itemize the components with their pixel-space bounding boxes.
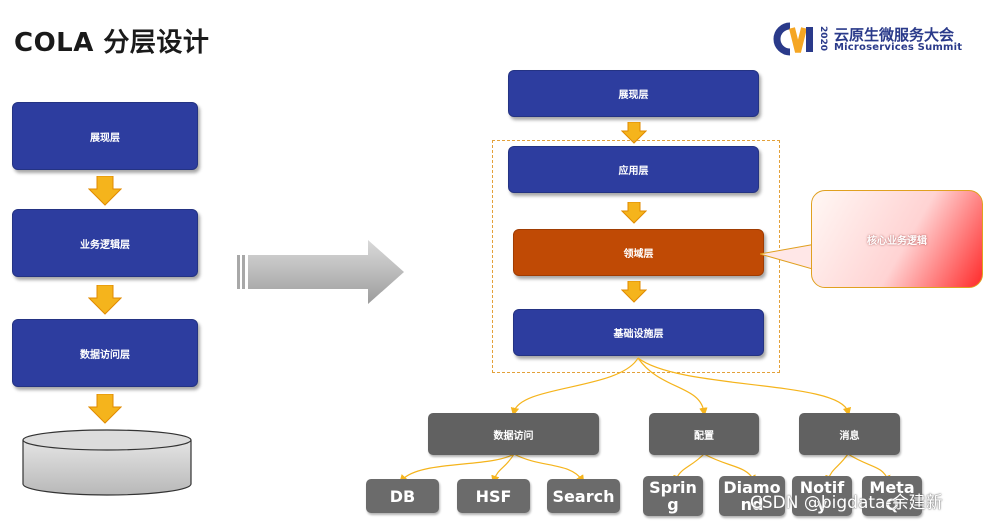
database-cylinder-icon <box>22 429 192 496</box>
leaf-search: Search <box>547 479 620 513</box>
category-message: 消息 <box>799 413 900 455</box>
right-domain-layer: 领域层 <box>513 229 764 276</box>
leaf-diamond: Diamond <box>719 476 785 516</box>
core-business-callout: 核心业务逻辑 <box>811 190 983 288</box>
summit-logo-icon <box>773 22 813 56</box>
right-infrastructure-layer: 基础设施层 <box>513 309 764 356</box>
watermark-text: CSDN @bigdata-余建新 <box>750 493 943 513</box>
svg-text:2020: 2020 <box>818 26 828 51</box>
leaf-notify: Notify <box>792 476 852 516</box>
leaf-metaq: MetaQ <box>862 476 922 516</box>
logo-en-text: Microservices Summit <box>834 42 963 53</box>
leaf-db: DB <box>366 479 439 513</box>
transition-arrow-icon <box>237 240 404 304</box>
down-arrow-icon <box>88 394 122 424</box>
leaf-hsf: HSF <box>457 479 530 513</box>
left-business-layer: 业务逻辑层 <box>12 209 198 277</box>
category-data-access: 数据访问 <box>428 413 599 455</box>
page-title: COLA 分层设计 <box>14 28 210 58</box>
left-presentation-layer: 展现层 <box>12 102 198 170</box>
logo-year: 2020 <box>818 26 828 51</box>
connector-lines <box>399 357 891 484</box>
down-arrow-icon <box>621 122 647 144</box>
leaf-spring: Spring <box>643 476 703 516</box>
logo-cn-text: 云原生微服务大会 <box>834 26 955 44</box>
down-arrow-icon <box>621 202 647 224</box>
right-presentation-layer: 展现层 <box>508 70 759 117</box>
left-data-access-layer: 数据访问层 <box>12 319 198 387</box>
category-config: 配置 <box>649 413 759 455</box>
down-arrow-icon <box>621 281 647 303</box>
right-application-layer: 应用层 <box>508 146 759 193</box>
down-arrow-icon <box>88 176 122 206</box>
down-arrow-icon <box>88 285 122 315</box>
